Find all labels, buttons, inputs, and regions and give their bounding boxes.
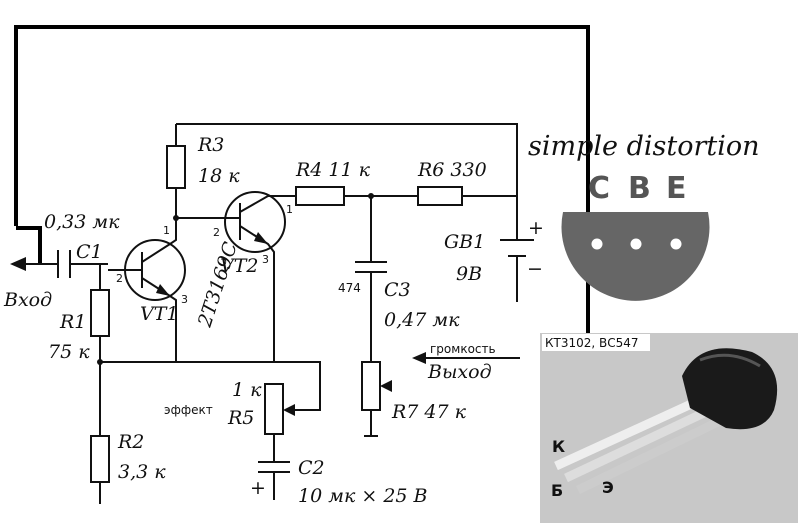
c2-label: С2 (298, 457, 325, 479)
photo-leg-k (554, 395, 702, 471)
output-arrow (412, 352, 426, 364)
vt1-pin-base: 2 (116, 272, 123, 285)
photo-leg-b (564, 405, 712, 483)
vt2-internals (226, 195, 276, 362)
gb1-battery (500, 198, 534, 302)
node-vt1-collector (173, 215, 179, 221)
r7-wire (364, 410, 378, 437)
vt1-emitter-arrow (156, 284, 170, 296)
c1-capacitor (57, 250, 71, 278)
r6-label: R6 330 (417, 159, 487, 181)
gb1-value: 9В (456, 263, 482, 285)
pin-hole-b (630, 238, 642, 250)
gb1-plus: + (528, 217, 544, 239)
photo-caption: КТ3102, ВС547 (545, 336, 639, 350)
c1-value: 0,33 мк (44, 211, 120, 233)
photo-caption-box (542, 334, 650, 351)
vt1-internals (108, 218, 177, 330)
effect-label: эффект (164, 403, 213, 417)
vt2-emitter-arrow (254, 232, 268, 244)
r5-value: 1 к (232, 379, 262, 401)
vt2-pin-emitter: 3 (262, 253, 269, 266)
pinout-diagram: C B E (561, 171, 710, 301)
r1-resistor (90, 289, 110, 337)
pin-hole-e (670, 238, 682, 250)
gb1-minus: − (527, 258, 543, 280)
photo-leg-e (576, 415, 724, 495)
r5-potentiometer (264, 383, 284, 435)
r3-label: R3 (197, 134, 224, 156)
emitter-bus-wire (100, 330, 321, 411)
vt2-label: VT2 (220, 255, 258, 277)
c1-label: C1 (76, 241, 103, 263)
supply-rail-wire (176, 123, 518, 198)
photo-leg-label-e: Э (602, 478, 614, 497)
input-lead-wire (16, 226, 42, 264)
vt1-label: VT1 (140, 303, 178, 325)
vt1-pin-collector: 1 (163, 224, 170, 237)
photo-leg-label-b: Б (551, 481, 563, 500)
r5-wiper-arrow (283, 404, 295, 416)
input-label: Вход (3, 289, 52, 311)
r5-to-c2-wire (258, 434, 290, 500)
c2-plus: + (250, 477, 266, 499)
pin-label-b: B (628, 171, 651, 206)
photo-leg-label-k: К (552, 437, 565, 456)
pinout-body (561, 212, 710, 301)
photo-body (682, 348, 778, 430)
photo-transistor (554, 348, 778, 495)
volume-label: громкость (430, 342, 496, 356)
vt2-pin-collector: 1 (286, 203, 293, 216)
r7-wiper-arrow (380, 380, 392, 392)
c3-code: 474 (338, 281, 361, 295)
r7-label: R7 47 к (391, 401, 467, 423)
c3-wire (355, 196, 387, 362)
c3-label: С3 (384, 279, 411, 301)
r2-label: R2 (117, 431, 144, 453)
c2-value: 10 мк × 25 В (298, 485, 428, 507)
pin-label-c: C (588, 171, 610, 206)
node-emitter-bus (97, 359, 103, 365)
r6-resistor (417, 186, 463, 206)
r3-resistor (166, 145, 186, 189)
r7-potentiometer (361, 361, 381, 411)
vt2-transistor (224, 191, 286, 253)
r5-label: R5 (227, 407, 254, 429)
transistor-photo: КТ3102, ВС547 К Б Э (540, 333, 798, 523)
pin-hole-c (591, 238, 603, 250)
r1-label: R1 (59, 311, 86, 333)
c3-value: 0,47 мк (384, 309, 460, 331)
r2-resistor (90, 435, 110, 483)
transistor-type-label: 2Т3169С (194, 239, 242, 331)
vt2-pin-base: 2 (213, 226, 220, 239)
title: simple distortion (528, 131, 760, 162)
feedback-loop-wire (14, 25, 590, 396)
gb1-label: GB1 (444, 231, 485, 253)
r4-resistor (295, 186, 345, 206)
photo-body-highlight (699, 353, 761, 368)
r2-value: 3,3 к (118, 461, 166, 483)
vt1-pin-emitter: 3 (181, 293, 188, 306)
pin-label-e: E (666, 171, 687, 206)
output-label: Выход (427, 361, 492, 383)
r3-value: 18 к (198, 165, 240, 187)
r1-value: 75 к (48, 341, 90, 363)
r4-label: R4 11 к (295, 159, 371, 181)
input-arrow (10, 257, 26, 271)
